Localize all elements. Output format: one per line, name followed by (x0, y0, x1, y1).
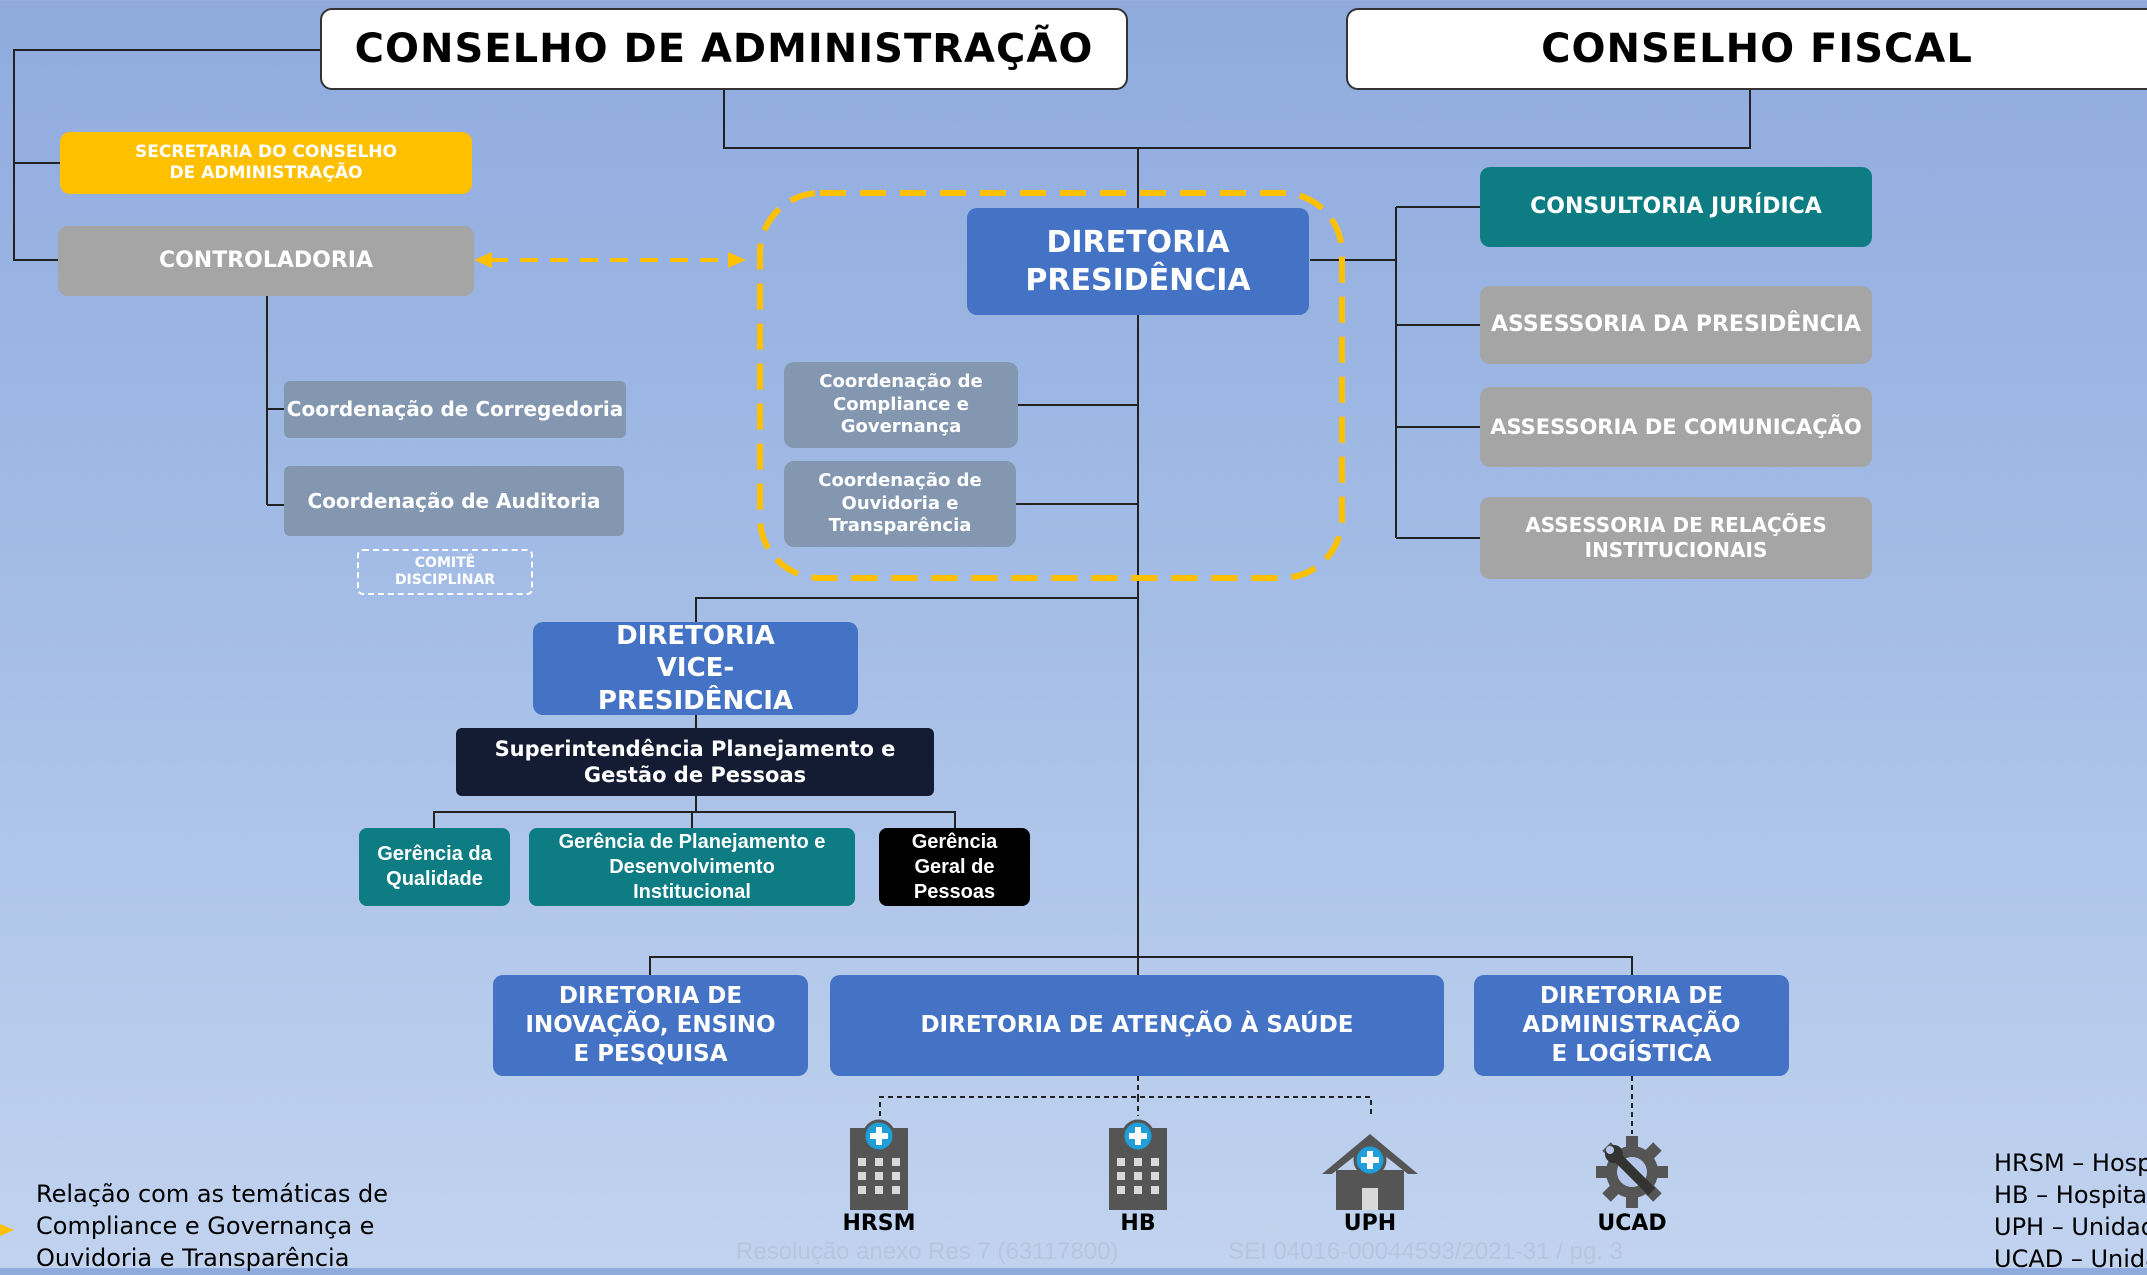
unit-label-hrsm: HRSM (842, 1211, 916, 1236)
diretoria-vice-presidencia: DIRETORIA VICE-PRESIDÊNCIA (533, 621, 858, 716)
unit-label-uph: UPH (1343, 1211, 1397, 1236)
legend-left: Relação com as temáticas de Compliance e… (36, 1178, 388, 1274)
diretoria-atencao-saude: DIRETORIA DE ATENÇÃO À SAÚDE (830, 975, 1444, 1076)
legend-left-line2: Compliance e Governança e (36, 1212, 375, 1240)
consultoria-juridica: CONSULTORIA JURÍDICA (1480, 167, 1872, 247)
hospital-building-icon (850, 1119, 908, 1210)
coordenacao-corregedoria: Coordenação de Corregedoria (284, 381, 626, 438)
unit-label-ucad: UCAD (1597, 1211, 1667, 1236)
gerencia-planejamento-desenvolvimento: Gerência de Planejamento e Desenvolvimen… (529, 828, 855, 906)
superintendencia-planejamento: Superintendência Planejamento e Gestão d… (456, 728, 934, 796)
gerencia-qualidade: Gerência da Qualidade (359, 828, 510, 906)
secretaria-conselho: SECRETARIA DO CONSELHO DE ADMINISTRAÇÃO (60, 132, 472, 194)
diretoria-administracao-logistica: DIRETORIA DE ADMINISTRAÇÃO E LOGÍSTICA (1474, 975, 1789, 1076)
hospital-building-icon (1109, 1119, 1167, 1210)
legend-arrow-icon (0, 1224, 14, 1236)
assessoria-presidencia: ASSESSORIA DA PRESIDÊNCIA (1480, 286, 1872, 364)
conselho-administracao: CONSELHO DE ADMINISTRAÇÃO (320, 8, 1128, 90)
footer-resolucao: Resolução anexo Res 7 (63117800) (736, 1238, 1119, 1265)
conselho-fiscal: CONSELHO FISCAL (1346, 8, 2147, 90)
diretoria-presidencia: DIRETORIA PRESIDÊNCIA (967, 208, 1309, 315)
coordenacao-ouvidoria: Coordenação de Ouvidoria e Transparência (784, 461, 1016, 547)
legend-left-line1: Relação com as temáticas de (36, 1180, 389, 1208)
controladoria: CONTROLADORIA (58, 226, 474, 296)
unit-label-hb: HB (1120, 1211, 1156, 1236)
coordenacao-compliance: Coordenação de Compliance e Governança (784, 362, 1018, 448)
coordenacao-auditoria: Coordenação de Auditoria (284, 466, 624, 536)
legend-right-line4: UCAD – Unida (1994, 1245, 2147, 1273)
assessoria-relacoes-institucionais: ASSESSORIA DE RELAÇÕES INSTITUCIONAIS (1480, 497, 1872, 579)
legend-right-line1: HRSM – Hosp (1994, 1149, 2147, 1177)
legend-right-line3: UPH – Unidad (1994, 1213, 2147, 1241)
health-house-icon (1322, 1134, 1418, 1210)
comite-disciplinar: COMITÊ DISCIPLINAR (357, 549, 533, 595)
assessoria-comunicacao: ASSESSORIA DE COMUNICAÇÃO (1480, 387, 1872, 467)
gear-wrench-icon (1596, 1136, 1668, 1208)
footer-sei: SEI 04016-00044593/2021-31 / pg. 3 (1228, 1238, 1623, 1265)
legend-left-line3: Ouvidoria e Transparência (36, 1244, 350, 1272)
diretoria-inovacao: DIRETORIA DE INOVAÇÃO, ENSINO E PESQUISA (493, 975, 808, 1076)
gerencia-geral-pessoas: Gerência Geral de Pessoas (879, 828, 1030, 906)
legend-right: HRSM – Hosp HB – Hospital UPH – Unidad U… (1994, 1147, 2147, 1275)
legend-right-line2: HB – Hospital (1994, 1181, 2147, 1209)
